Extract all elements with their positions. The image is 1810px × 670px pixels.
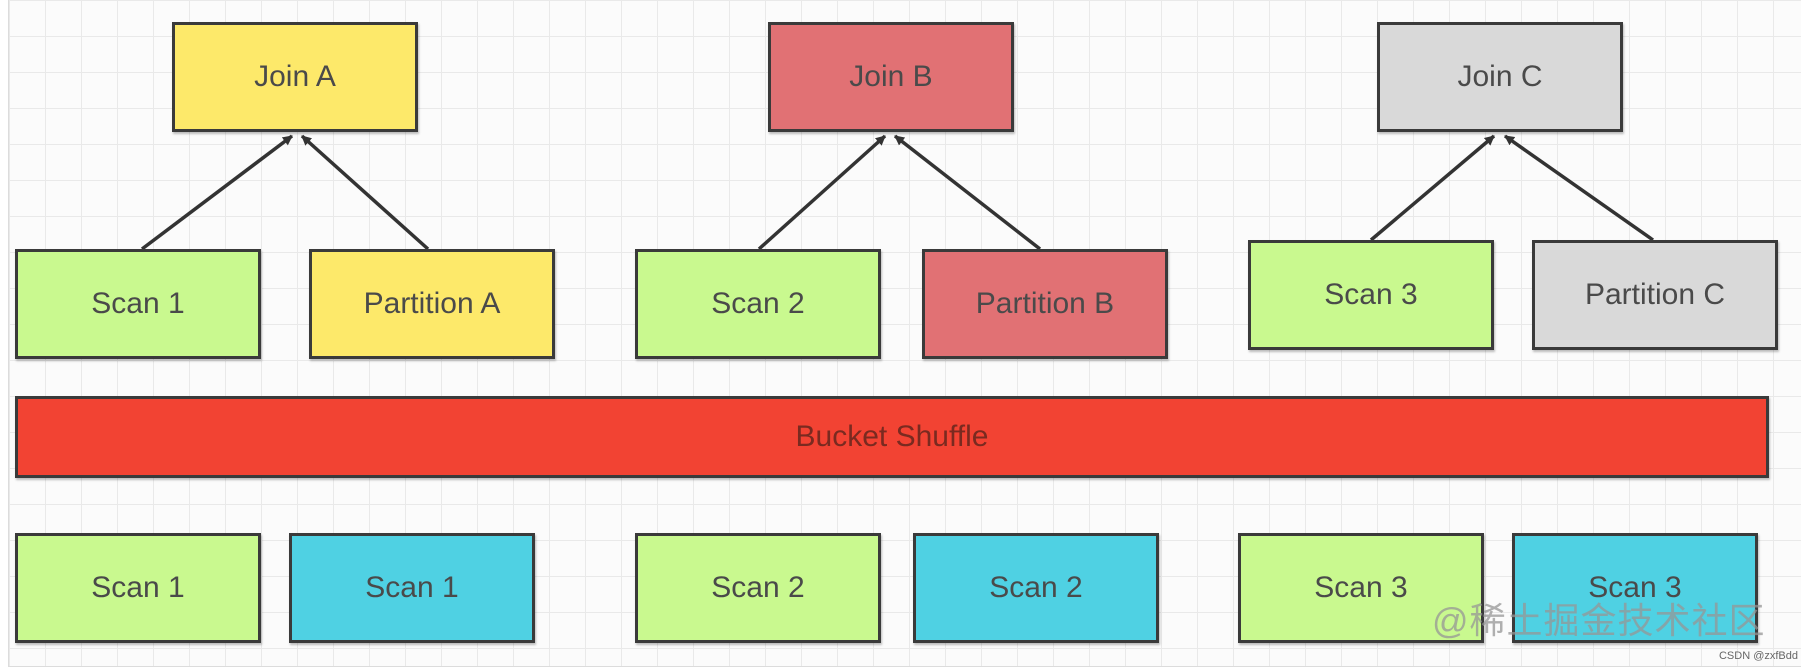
join-c-node: Join C: [1377, 22, 1623, 132]
partition-a-node: Partition A: [309, 249, 555, 359]
bottom-scan-2-green-label: Scan 2: [711, 571, 805, 604]
bottom-scan-3-cyan-node: Scan 3: [1512, 533, 1758, 643]
bottom-scan-1-cyan-node: Scan 1: [289, 533, 535, 643]
bottom-scan-1-cyan-label: Scan 1: [365, 571, 459, 604]
watermark-text: @稀土掘金技术社区: [1432, 600, 1766, 641]
bottom-scan-2-cyan-label: Scan 2: [989, 571, 1083, 604]
join-b-node: Join B: [768, 22, 1014, 132]
top-scan-3-node: Scan 3: [1248, 240, 1494, 350]
partition-c-label: Partition C: [1584, 278, 1726, 311]
bucket-shuffle-label: Bucket Shuffle: [795, 420, 989, 453]
join-b-label: Join B: [849, 60, 933, 93]
bottom-scan-3-green-node: Scan 3: [1238, 533, 1484, 643]
bucket-shuffle-bar: Bucket Shuffle: [15, 396, 1769, 478]
top-scan-3-label: Scan 3: [1324, 278, 1418, 311]
partition-b-node: Partition B: [922, 249, 1168, 359]
top-scan-1-node: Scan 1: [15, 249, 261, 359]
top-scan-2-node: Scan 2: [635, 249, 881, 359]
partition-c-node: Partition C: [1532, 240, 1778, 350]
bottom-scan-3-cyan-label: Scan 3: [1588, 571, 1682, 604]
bottom-scan-2-green-node: Scan 2: [635, 533, 881, 643]
credit-text: CSDN @zxfBdd: [1718, 650, 1798, 662]
join-a-node: Join A: [172, 22, 418, 132]
partition-b-label: Partition B: [975, 287, 1115, 320]
join-c-label: Join C: [1457, 60, 1543, 93]
top-scan-2-label: Scan 2: [711, 287, 805, 320]
partition-a-label: Partition A: [363, 287, 501, 320]
top-scan-1-label: Scan 1: [91, 287, 185, 320]
join-a-label: Join A: [254, 60, 336, 93]
bottom-scan-1-green-label: Scan 1: [91, 571, 185, 604]
bottom-scan-1-green-node: Scan 1: [15, 533, 261, 643]
bottom-scan-3-green-label: Scan 3: [1314, 571, 1408, 604]
bottom-scan-2-cyan-node: Scan 2: [913, 533, 1159, 643]
